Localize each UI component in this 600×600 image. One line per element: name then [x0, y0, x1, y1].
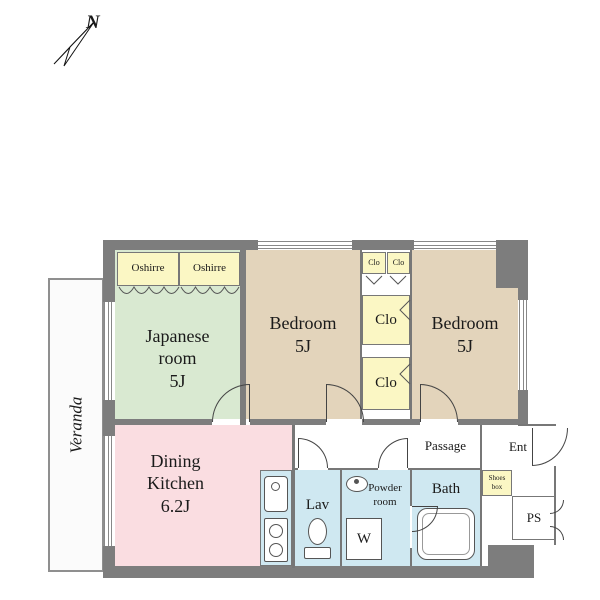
wall — [410, 470, 412, 506]
wall — [458, 419, 520, 425]
wall — [328, 468, 378, 470]
wash-basin-icon — [346, 476, 368, 492]
ps-door-arc — [550, 500, 564, 514]
shoes-box-label: Shoes box — [488, 474, 506, 491]
bath-label: Bath — [431, 481, 461, 497]
burner-icon — [269, 543, 283, 557]
clo-lower-label: Clo — [375, 375, 397, 392]
north-label: N — [86, 12, 100, 33]
wall — [362, 419, 420, 425]
japanese-room-label: Japanese room 5J — [145, 325, 210, 391]
wall — [292, 425, 295, 568]
clo-upper-label: Clo — [375, 311, 397, 328]
pipe-space: PS — [512, 496, 556, 540]
toilet-tank-icon — [304, 547, 331, 559]
wall — [518, 390, 528, 425]
bedroom-right-label: Bedroom 5J — [431, 313, 499, 356]
oshirre-right-label: Oshirre — [193, 262, 226, 275]
pipe-space-label: PS — [526, 509, 542, 525]
wall — [480, 425, 482, 468]
window — [519, 300, 527, 390]
entrance-label: Ent — [508, 439, 528, 455]
wall — [410, 250, 412, 419]
washing-machine: W — [346, 518, 382, 560]
window — [104, 302, 112, 400]
wall — [410, 548, 412, 566]
wall — [480, 470, 482, 566]
wall — [105, 240, 258, 250]
window — [258, 241, 352, 249]
toilet-bowl-icon — [308, 518, 327, 545]
wall — [295, 468, 298, 470]
ps-door-arc — [550, 526, 564, 540]
washing-machine-label: W — [356, 530, 372, 547]
basin-tap-icon — [354, 479, 359, 484]
room-veranda: Veranda — [48, 278, 104, 572]
faucet-icon — [271, 482, 280, 491]
bathtub-inner-icon — [422, 513, 470, 555]
wall — [518, 424, 556, 426]
wall — [103, 400, 115, 436]
closet-clo-lower: Clo — [362, 357, 410, 410]
wall — [250, 419, 326, 425]
wall — [115, 419, 212, 425]
bedroom-center-label: Bedroom 5J — [269, 313, 337, 356]
powder-room-label: Powder room — [368, 482, 402, 508]
wall — [408, 468, 482, 470]
wall — [360, 250, 362, 419]
veranda-label: Veranda — [66, 396, 86, 454]
closet-clo-top-left: Clo — [362, 252, 386, 274]
window — [414, 241, 496, 249]
window — [104, 436, 112, 546]
clo-top-left-label: Clo — [368, 258, 380, 267]
clo-top-right-label: Clo — [392, 258, 405, 267]
wall — [340, 470, 342, 566]
closet-clo-upper: Clo — [362, 295, 410, 345]
burner-icon — [269, 524, 283, 538]
wall — [518, 240, 528, 300]
closet-clo-top-right: Clo — [387, 252, 410, 274]
wall — [352, 240, 414, 250]
wall — [103, 566, 493, 578]
closet-oshirre-left: Oshirre — [117, 252, 179, 286]
entrance-door-arc — [532, 428, 568, 466]
oshirre-left-label: Oshirre — [131, 262, 165, 275]
wall — [488, 545, 534, 578]
lav-label: Lav — [305, 497, 330, 513]
wall — [240, 250, 246, 425]
closet-oshirre-right: Oshirre — [179, 252, 240, 286]
shoes-box: Shoes box — [482, 470, 512, 496]
dining-kitchen-label: Dining Kitchen 6.2J — [147, 450, 204, 516]
passage-label: Passage — [424, 438, 466, 454]
wall — [103, 240, 115, 302]
